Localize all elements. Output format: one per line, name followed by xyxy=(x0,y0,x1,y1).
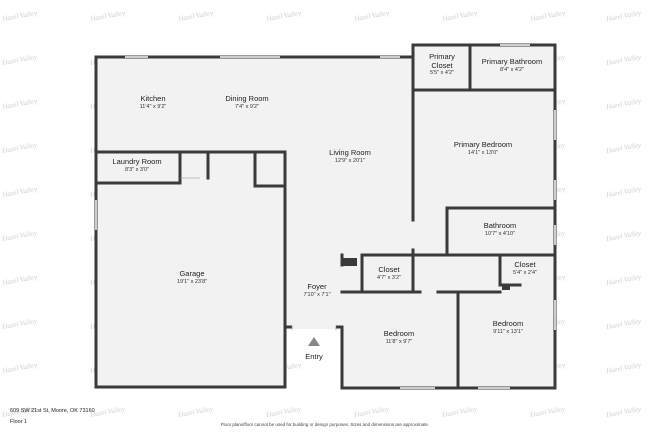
room-dimensions: 5'5" x 4'2" xyxy=(429,70,455,77)
door-openings xyxy=(292,268,344,329)
room-label-living-room: Living Room 12'9" x 20'1" xyxy=(329,148,371,164)
room-dimensions: 19'1" x 23'8" xyxy=(176,278,208,285)
room-label-foyer: Foyer 7'10" x 7'1" xyxy=(303,282,331,298)
room-name: Laundry Room xyxy=(112,157,162,166)
property-address: 609 SW 21st St, Moore, OK 73160 xyxy=(10,408,95,414)
room-dimensions: 5'4" x 2'4" xyxy=(512,269,538,276)
room-name: Dining Room xyxy=(225,94,269,103)
room-name: Bathroom xyxy=(483,221,517,230)
floor-label: Floor 1 xyxy=(10,419,28,425)
room-label-bathroom: Bathroom 10'7" x 4'10" xyxy=(483,221,517,237)
room-label-kitchen: Kitchen 11'4" x 9'2" xyxy=(139,94,167,110)
room-name: Primary Bathroom xyxy=(481,57,543,66)
disclaimer-text: Floor plans/floor cannot be used for bui… xyxy=(220,422,430,427)
entry-arrow-icon xyxy=(308,337,320,346)
room-label-bedroom-2: Bedroom 9'11" x 13'1" xyxy=(492,319,524,335)
room-dimensions: 8'3" x 3'0" xyxy=(124,166,150,173)
room-dimensions: 8'4" x 4'2" xyxy=(499,66,525,73)
entry-label: Entry xyxy=(305,352,323,361)
room-dimensions: 14'1" x 13'0" xyxy=(467,149,499,156)
fixture-marker xyxy=(502,284,510,290)
room-dimensions: 10'7" x 4'10" xyxy=(484,230,516,237)
room-name: Bedroom xyxy=(492,319,524,328)
room-dimensions: 11'4" x 9'2" xyxy=(139,103,167,110)
room-label-primary-bathroom: Primary Bathroom 8'4" x 4'2" xyxy=(481,57,543,73)
room-name: Living Room xyxy=(329,148,371,157)
room-label-dining-room: Dining Room 7'4" x 9'2" xyxy=(225,94,269,110)
room-dimensions: 7'4" x 9'2" xyxy=(234,103,260,110)
room-dimensions: 9'11" x 13'1" xyxy=(493,328,523,335)
room-label-primary-closet: Primary Closet 5'5" x 4'2" xyxy=(422,52,462,77)
step-marker xyxy=(342,258,357,266)
room-label-bedroom-1: Bedroom 11'8" x 9'7" xyxy=(383,329,415,345)
room-name: Foyer xyxy=(307,282,327,291)
room-dimensions: 4'7" x 3'2" xyxy=(376,274,402,281)
room-name: Bedroom xyxy=(383,329,415,338)
room-name: Primary Bedroom xyxy=(453,140,513,149)
room-name: Closet xyxy=(378,265,400,274)
room-label-closet-hall: Closet 4'7" x 3'2" xyxy=(376,265,402,281)
windows xyxy=(95,44,556,389)
room-label-primary-bedroom: Primary Bedroom 14'1" x 13'0" xyxy=(453,140,513,156)
room-label-garage: Garage 19'1" x 23'8" xyxy=(176,269,208,285)
door-jambs xyxy=(180,177,337,330)
room-dimensions: 11'8" x 9'7" xyxy=(385,338,413,345)
room-name: Kitchen xyxy=(140,94,166,103)
room-name: Closet xyxy=(514,260,536,269)
room-name: Garage xyxy=(179,269,205,278)
room-dimensions: 7'10" x 7'1" xyxy=(303,291,331,298)
floor-fills xyxy=(96,45,555,388)
room-label-laundry-room: Laundry Room 8'3" x 3'0" xyxy=(112,157,162,173)
room-dimensions: 12'9" x 20'1" xyxy=(334,157,366,164)
room-label-closet-bedroom: Closet 5'4" x 2'4" xyxy=(512,260,538,276)
room-name: Primary Closet xyxy=(429,52,455,70)
